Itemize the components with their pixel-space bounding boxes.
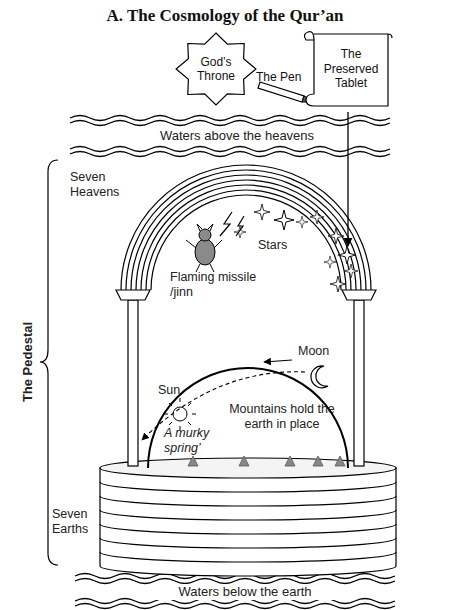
tablet-scroll: The Preserved Tablet — [300, 26, 392, 112]
waters-below — [75, 574, 395, 609]
node-text: God’s Throne — [190, 55, 242, 84]
lightning — [220, 212, 244, 236]
heaven-columns — [116, 290, 376, 466]
seven-earths-disk — [100, 458, 396, 576]
scroll-outline — [304, 32, 392, 106]
moon-symbol — [311, 366, 328, 388]
object-label: Stars — [258, 238, 302, 253]
node-text: The Preserved Tablet — [320, 47, 382, 90]
tablet-line — [348, 112, 349, 246]
sun-symbol — [164, 398, 196, 430]
star-outline — [176, 33, 256, 105]
jinn-figure — [186, 224, 222, 272]
waters-above — [70, 116, 390, 157]
diagram-title: A. The Cosmology of the Qur’an — [0, 6, 450, 26]
note-label: Mountains hold the earth in place — [226, 402, 338, 432]
region-label: Seven Heavens — [70, 170, 128, 200]
object-label: Flaming missile /jinn — [170, 270, 270, 300]
pedestal-brace — [40, 160, 58, 565]
object-label: Sun — [158, 383, 192, 398]
pedestal-label: The Pedestal — [20, 322, 36, 402]
node-text: The Pen — [256, 70, 301, 84]
object-label: Moon — [298, 344, 338, 359]
throne-star: God’s Throne — [175, 32, 257, 106]
region-label: Seven Earths — [52, 507, 100, 537]
object-label: A murky spring’ — [164, 426, 220, 456]
water-label: Waters above the heavens — [142, 128, 332, 144]
water-label: Waters below the earth — [150, 584, 340, 600]
pen-body — [258, 82, 304, 102]
mountains — [188, 456, 345, 466]
